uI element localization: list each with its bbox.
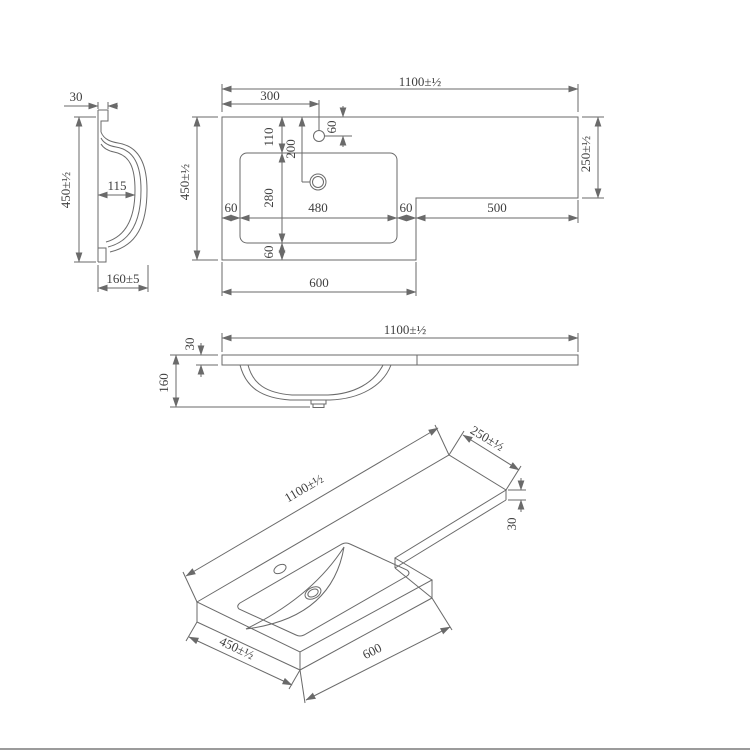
front-dim-30: 30 [182, 338, 197, 351]
plan-dim-250: 250±½ [578, 136, 593, 173]
side-dim-115: 115 [107, 178, 126, 193]
iso-basin-curve [245, 546, 345, 630]
plan-basin-rim [239, 152, 398, 244]
side-view: 30 450±½ 115 160±5 [58, 89, 149, 292]
plan-drain-hole-inner [312, 176, 324, 188]
front-drain-fitting [310, 399, 327, 408]
plan-dim-450: 450±½ [177, 164, 192, 201]
front-bowl-outer [239, 364, 392, 401]
iso-dim-1100: 1100±½ [282, 471, 326, 506]
plan-dim-60-left: 60 [225, 200, 238, 215]
page-bottom-divider [0, 748, 750, 750]
plan-dim-500: 500 [487, 200, 507, 215]
iso-basin-rim [237, 542, 410, 637]
iso-tap-hole [273, 563, 287, 575]
iso-dim-30: 30 [504, 518, 519, 531]
front-slab [221, 354, 579, 366]
plan-dim-280: 280 [261, 188, 276, 208]
iso-dim-450: 450±½ [217, 633, 257, 662]
iso-top-face [195, 454, 507, 653]
side-dim-30: 30 [70, 89, 83, 104]
iso-drain-hole-inner [307, 588, 319, 598]
front-bowl-inner [247, 364, 384, 396]
plan-dim-600: 600 [309, 275, 329, 290]
plan-dim-60-bottom: 60 [261, 246, 276, 259]
plan-tap-hole [313, 130, 325, 142]
plan-dim-60-tap: 60 [324, 121, 339, 134]
side-dim-450: 450±½ [58, 172, 73, 209]
plan-dim-110: 110 [261, 127, 276, 146]
plan-dim-1100: 1100±½ [399, 74, 442, 89]
plan-dim-480: 480 [308, 200, 328, 215]
front-dim-1100: 1100±½ [384, 322, 427, 337]
plan-view: 1100±½ 300 60 110 280 60 200 60 480 60 5… [177, 74, 604, 296]
iso-drain-hole-outer [304, 586, 322, 600]
plan-dim-60-right: 60 [400, 200, 413, 215]
plan-dim-300: 300 [260, 88, 280, 103]
front-dim-160: 160 [156, 373, 171, 393]
plan-dim-200: 200 [283, 139, 298, 159]
side-profile [97, 109, 148, 263]
plan-outline [221, 116, 579, 261]
side-dim-160: 160±5 [106, 271, 139, 286]
front-view: 1100±½ 30 160 [156, 322, 579, 408]
iso-view: 1100±½ 250±½ 30 450±½ 600 [182, 422, 526, 704]
iso-dim-600: 600 [360, 640, 384, 662]
iso-dim-250: 250±½ [468, 422, 507, 454]
